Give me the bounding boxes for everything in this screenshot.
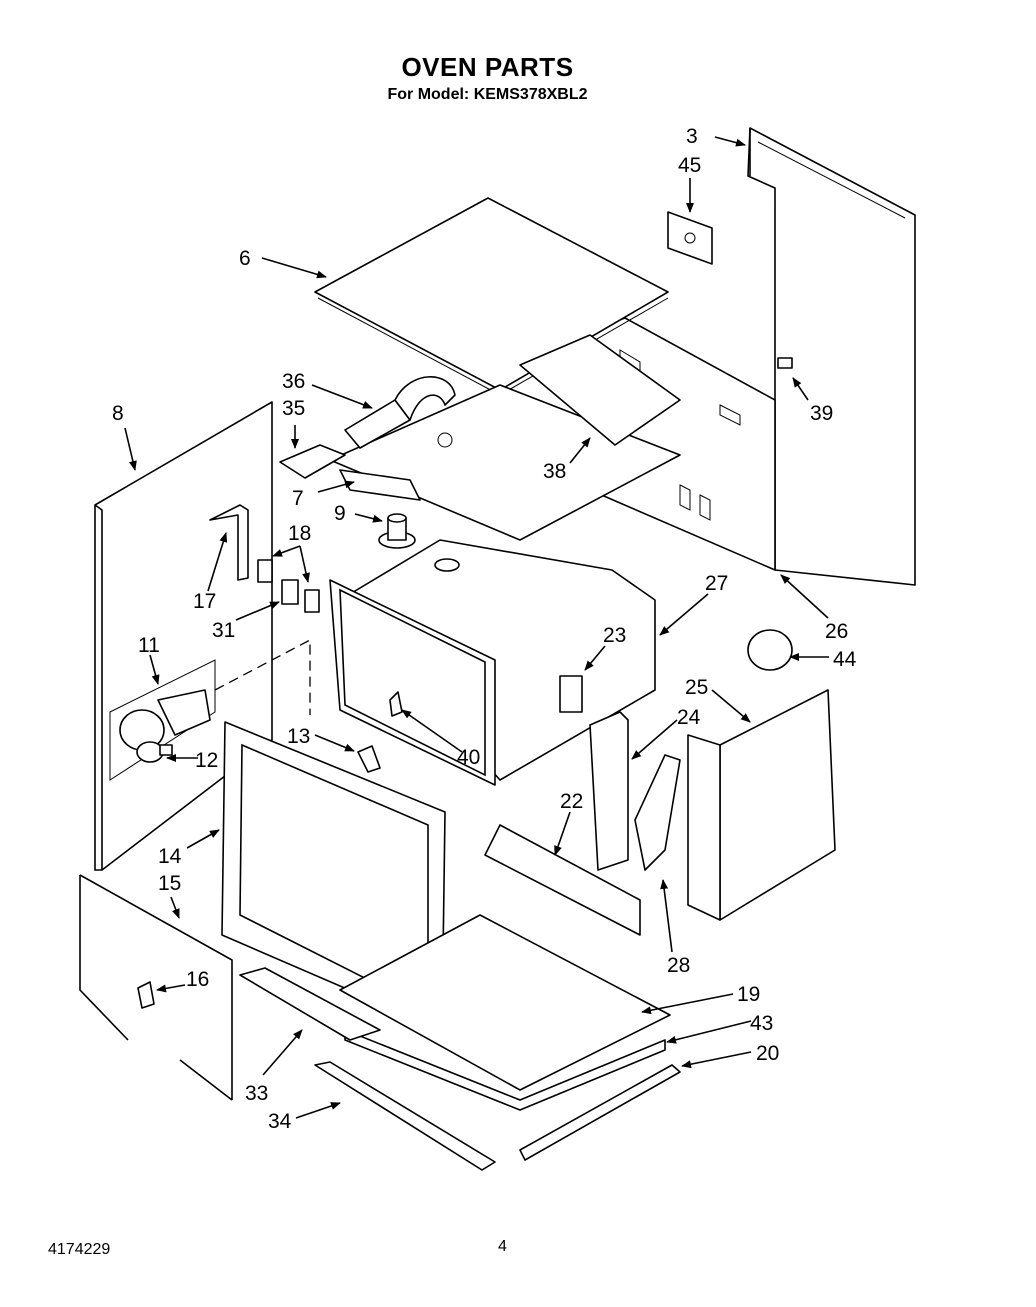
callout-22: 22 <box>560 790 583 813</box>
callout-14: 14 <box>158 845 182 868</box>
part-20-strip <box>519 1064 681 1161</box>
callout-3: 3 <box>686 125 698 148</box>
part-14-front-frame <box>221 721 446 1031</box>
part-24-hinge-bracket <box>589 711 629 871</box>
callout-13: 13 <box>287 725 310 748</box>
callout-24: 24 <box>677 706 701 729</box>
leader-lines <box>124 136 829 1119</box>
callout-36: 36 <box>282 370 305 393</box>
part-44-gasket-ring <box>747 629 793 671</box>
part-39-clip <box>777 357 793 369</box>
part-27-oven-cavity <box>329 539 656 786</box>
callout-6: 6 <box>239 247 251 270</box>
callout-12: 12 <box>195 749 218 772</box>
part-38-top-plate <box>329 334 681 541</box>
part-43-strip <box>344 1029 666 1111</box>
part-18-switch <box>257 559 273 583</box>
part-17-bracket <box>209 504 249 581</box>
callout-38: 38 <box>543 460 566 483</box>
callout-19: 19 <box>737 983 760 1006</box>
part-16-clip <box>137 981 155 1009</box>
callout-34: 34 <box>268 1110 292 1133</box>
callout-44: 44 <box>833 648 857 671</box>
callout-26: 26 <box>825 620 848 643</box>
callout-43: 43 <box>750 1012 773 1035</box>
part-9-thermostat-knob <box>378 513 416 549</box>
part-13-clip <box>357 745 381 773</box>
callout-9: 9 <box>334 502 346 525</box>
part-34-vent-strip <box>314 1061 496 1171</box>
part-12-light-bulb <box>136 741 173 763</box>
document-number: 4174229 <box>48 1241 111 1258</box>
callout-labels: 3 45 6 36 35 39 8 7 38 9 18 17 27 31 26 … <box>112 125 857 1133</box>
callout-33: 33 <box>245 1082 268 1105</box>
callout-15: 15 <box>158 872 181 895</box>
callout-31: 31 <box>212 619 235 642</box>
part-18b-switch <box>304 589 320 613</box>
callout-35: 35 <box>282 397 305 420</box>
callout-39: 39 <box>810 402 833 425</box>
part-19-bottom-panel <box>339 914 671 1091</box>
callout-20: 20 <box>756 1042 779 1065</box>
callout-7: 7 <box>292 487 304 510</box>
part-15-door-gasket <box>79 874 233 1101</box>
part-33-tray <box>239 967 381 1041</box>
callout-8: 8 <box>112 402 124 425</box>
part-36-duct <box>344 376 456 449</box>
callout-45: 45 <box>678 154 701 177</box>
callout-23: 23 <box>603 624 626 647</box>
part-45-bracket <box>667 211 713 265</box>
callout-28: 28 <box>667 954 690 977</box>
part-23-cover <box>559 675 583 713</box>
callout-16: 16 <box>186 968 209 991</box>
callout-18: 18 <box>288 522 311 545</box>
callout-27: 27 <box>705 572 728 595</box>
part-28-hinge <box>634 754 681 871</box>
part-11-lamp-socket <box>109 638 311 781</box>
part-35-vent <box>279 444 346 479</box>
part-25-panel <box>687 689 836 921</box>
callout-11: 11 <box>138 634 160 657</box>
callout-17: 17 <box>193 590 216 613</box>
part-31-switch <box>281 579 299 605</box>
page-number: 4 <box>498 1238 507 1255</box>
callout-40: 40 <box>457 746 480 769</box>
model-subtitle: For Model: KEMS378XBL2 <box>387 86 588 103</box>
callout-25: 25 <box>685 676 708 699</box>
diagram-title: OVEN PARTS <box>401 52 574 82</box>
part-22-strip <box>484 824 641 936</box>
